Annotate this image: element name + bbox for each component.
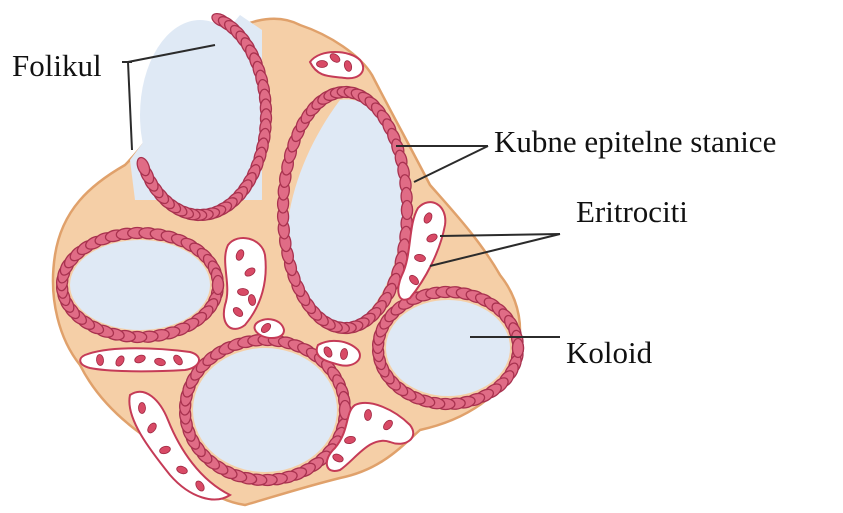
epithelial-cell bbox=[402, 201, 413, 220]
leader-kubne-2 bbox=[414, 146, 488, 182]
erythrocyte bbox=[138, 402, 145, 413]
follicle-left-colloid bbox=[70, 240, 210, 330]
erythrocyte bbox=[364, 409, 372, 420]
epithelial-cell bbox=[213, 276, 224, 295]
follicle-bottom-colloid bbox=[193, 348, 337, 472]
epithelial-cell bbox=[513, 339, 524, 358]
label-kubne-epitelne-stanice: Kubne epitelne stanice bbox=[494, 124, 776, 159]
erythrocyte bbox=[317, 61, 328, 68]
label-koloid: Koloid bbox=[566, 335, 653, 370]
label-folikul: Folikul bbox=[12, 48, 102, 83]
follicle-right-colloid bbox=[386, 300, 510, 396]
label-eritrociti: Eritrociti bbox=[576, 194, 688, 229]
